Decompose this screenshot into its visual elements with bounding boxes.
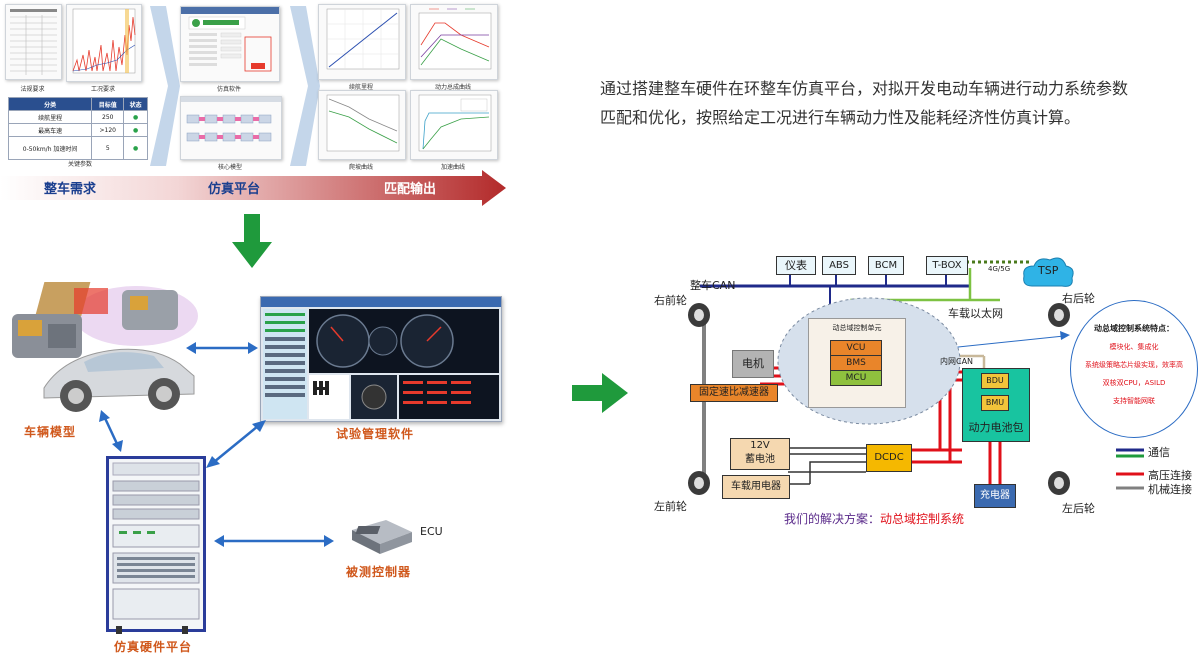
core-model-thumb <box>180 96 282 160</box>
features-bubble: 动总域控制系统特点： 模块化、集成化 系统级策略芯片级实现，效率高 双核双CPU… <box>1070 300 1198 438</box>
vehicle-model-label: 车辆模型 <box>24 425 77 439</box>
kp-cell: 5 <box>91 136 125 160</box>
caption-regulation: 法规要求 <box>20 86 45 93</box>
wheel-icon <box>688 303 710 327</box>
caption-powertrain: 动力总成曲线 <box>434 84 471 91</box>
signal-4g-label: 4G/5G <box>988 265 1011 273</box>
range-chart-thumb <box>318 4 406 80</box>
mcu-module: MCU <box>830 371 882 386</box>
wheel-front-left-label: 左前轮 <box>654 500 687 513</box>
climb-chart-thumb <box>318 90 406 160</box>
legend-comm: 通信 <box>1148 446 1170 459</box>
stage-requirements: 整车需求 <box>44 182 97 197</box>
bms-module: BMS <box>830 356 882 371</box>
drive-cycle-thumb <box>66 4 142 82</box>
bcm-box: BCM <box>868 256 904 275</box>
chevron-right-icon <box>150 6 180 166</box>
vehicle-can-label: 整车CAN <box>690 279 736 292</box>
legend-mech: 机械连接 <box>1148 483 1192 496</box>
kp-cell: 250 <box>91 110 125 124</box>
kp-header: 状态 <box>123 97 148 111</box>
kp-status: ● <box>123 123 148 137</box>
wheel-icon <box>1048 303 1070 327</box>
battery-pack-label: 动力电池包 <box>968 421 1024 434</box>
key-params-table: 分类 目标值 状态 续航里程 250 ● 最高车速 >120 ● 0-50km/… <box>7 97 148 160</box>
caption-sim-software: 仿真软件 <box>216 86 241 93</box>
kp-status: ● <box>123 136 148 160</box>
kp-cell: 最高车速 <box>7 123 93 137</box>
sim-software-thumb <box>180 6 280 82</box>
powertrain-chart-thumb <box>410 4 498 80</box>
tbox-box: T-BOX <box>926 256 968 275</box>
kp-status: ● <box>123 110 148 124</box>
domain-unit-label: 动总域控制单元 <box>832 324 882 332</box>
cluster-box: 仪表 <box>776 256 816 275</box>
arrow-down-icon <box>232 214 272 268</box>
solution-name: 动总域控制系统 <box>880 512 965 526</box>
stage-output: 匹配输出 <box>384 182 437 197</box>
rack-feet <box>116 626 188 634</box>
bdu-module: BDU <box>981 373 1009 389</box>
double-arrow-icon <box>186 342 258 354</box>
accel-chart-thumb <box>410 90 498 160</box>
wheel-rear-left-label: 左后轮 <box>1062 502 1095 515</box>
kp-cell: 续航里程 <box>7 110 93 124</box>
ecu-device-illustration <box>352 520 412 554</box>
caption-core-model: 核心模型 <box>217 164 242 171</box>
test-software-label: 试验管理软件 <box>336 427 415 441</box>
feature-item: 模块化、集成化 <box>1109 343 1159 351</box>
caption-climb: 爬坡曲线 <box>348 164 373 171</box>
vehicle-model-illustration <box>12 282 198 412</box>
loads-box: 车载用电器 <box>722 475 790 499</box>
caption-accel: 加速曲线 <box>440 164 465 171</box>
regulation-doc-thumb <box>5 4 62 80</box>
cloud-icon <box>1023 257 1074 287</box>
caption-range: 续航里程 <box>348 84 373 91</box>
arrow-right-icon <box>572 373 628 413</box>
double-arrow-icon <box>206 420 266 468</box>
hardware-platform-label: 仿真硬件平台 <box>114 640 193 654</box>
solution-prefix: 我们的解决方案： <box>784 512 881 526</box>
flow-arrow-band <box>0 170 506 206</box>
ethernet-label: 车载以太网 <box>948 307 1003 320</box>
charger-box: 充电器 <box>974 484 1016 508</box>
kp-cell: 0-50km/h 加速时间 <box>7 136 93 160</box>
wheel-rear-right-label: 右后轮 <box>1062 292 1095 305</box>
hardware-rack <box>106 456 206 632</box>
battery-12v-box: 12V 蓄电池 <box>730 438 790 470</box>
battery-pack: BDU BMU 动力电池包 <box>962 368 1030 442</box>
features-title: 动总域控制系统特点： <box>1094 324 1174 333</box>
feature-item: 系统级策略芯片级实现，效率高 <box>1085 361 1183 369</box>
inner-can-label: 内网CAN <box>940 357 974 366</box>
description-text: 通过搭建整车硬件在环整车仿真平台，对拟开发电动车辆进行动力系统参数匹配和优化，按… <box>600 79 1129 127</box>
wheel-icon <box>688 471 710 495</box>
abs-box: ABS <box>822 256 856 275</box>
reducer-box: 固定速比减速器 <box>690 384 778 402</box>
caption-key-params: 关键参数 <box>67 161 92 168</box>
wheel-front-right-label: 右前轮 <box>654 294 687 307</box>
legend-hv: 高压连接 <box>1148 469 1192 482</box>
test-software-screen <box>260 296 502 422</box>
module-stack: VCU BMS MCU <box>830 340 882 386</box>
ecu-under-test-label: 被测控制器 <box>346 565 412 579</box>
kp-cell: >120 <box>91 123 125 137</box>
solution-caption: 我们的解决方案：动总域控制系统 <box>784 510 964 527</box>
vcu-module: VCU <box>830 340 882 356</box>
feature-item: 支持智能网联 <box>1113 397 1155 405</box>
chevron-right-icon <box>290 6 320 166</box>
motor-box: 电机 <box>732 350 774 378</box>
double-arrow-icon <box>99 410 123 452</box>
wheel-icon <box>1048 471 1070 495</box>
kp-header: 目标值 <box>91 97 125 111</box>
double-arrow-icon <box>214 535 334 547</box>
dcdc-box: DCDC <box>866 444 912 472</box>
feature-item: 双核双CPU，ASILD <box>1102 379 1166 387</box>
bmu-module: BMU <box>981 395 1009 411</box>
caption-drive-cycle: 工况要求 <box>90 86 115 93</box>
kp-header: 分类 <box>7 97 93 111</box>
tsp-label: TSP <box>1038 264 1059 277</box>
ecu-label: ECU <box>420 525 443 538</box>
stage-platform: 仿真平台 <box>208 182 261 197</box>
